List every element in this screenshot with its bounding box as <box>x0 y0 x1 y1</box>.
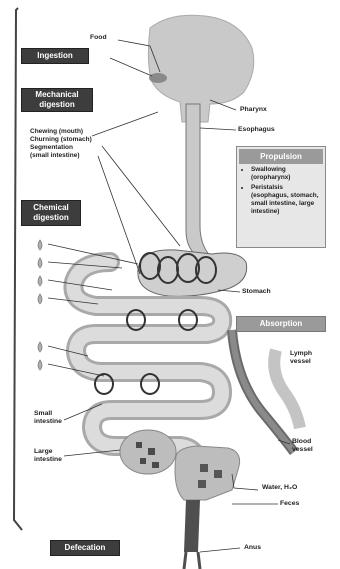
blood-vessel-label: Blood vessel <box>292 438 313 453</box>
mechanical-digestion-box-label: Mechanical digestion <box>35 90 79 109</box>
leader-lines <box>47 39 291 553</box>
mechanical-item: Churning (stomach) <box>30 136 92 143</box>
intestine-coils <box>94 252 217 395</box>
rectum-pellets <box>198 464 222 488</box>
propulsion-list: Swallowing (oropharynx) Peristalsis (eso… <box>237 166 325 216</box>
defecation-box-label: Defecation <box>64 543 106 552</box>
mechanical-digestion-list: Chewing (mouth) Churning (stomach) Segme… <box>22 128 92 160</box>
anal-canal-shape <box>184 500 200 552</box>
feces-label: Feces <box>280 500 300 507</box>
propulsion-item: Swallowing (oropharynx) <box>251 166 322 182</box>
anus-label: Anus <box>244 544 261 551</box>
chemical-digestion-box: Chemical digestion <box>21 200 81 226</box>
lymph-vessel-shape <box>268 348 306 430</box>
anus-edges <box>182 551 202 569</box>
stomach-label: Stomach <box>242 288 271 295</box>
small-intestine-label: Small intestine <box>34 410 62 425</box>
blood-vessel-inner <box>229 329 297 454</box>
propulsion-title: Propulsion <box>239 149 323 164</box>
lymph-vessel-label: Lymph vessel <box>290 350 313 365</box>
small-intestine-artwork <box>63 252 233 476</box>
left-bracket-line <box>12 7 23 531</box>
head-shape <box>147 14 255 123</box>
food-label: Food <box>90 34 107 41</box>
absorption-box-label: Absorption <box>259 319 303 328</box>
ingestion-box-label: Ingestion <box>37 51 73 60</box>
mechanical-item: (small intestine) <box>30 152 80 159</box>
defecation-box: Defecation <box>50 540 120 556</box>
ingestion-box: Ingestion <box>21 48 89 64</box>
mechanical-digestion-box: Mechanical digestion <box>21 88 93 112</box>
mechanical-item: Chewing (mouth) <box>30 128 84 135</box>
water-label: Water, H₂O <box>262 484 298 491</box>
stomach-shape <box>137 249 248 297</box>
mouth-shape <box>149 73 167 83</box>
rectum-shape <box>174 445 241 501</box>
esophagus-tube <box>185 103 214 259</box>
pharynx-label: Pharynx <box>240 106 267 113</box>
propulsion-item: Peristalsis (esophagus, stomach, small i… <box>251 184 322 216</box>
esophagus-label: Esophagus <box>238 126 275 133</box>
absorption-box: Absorption <box>236 316 326 332</box>
propulsion-panel: Propulsion Swallowing (oropharynx) Peris… <box>236 146 326 248</box>
large-intestine-label: Large intestine <box>34 448 62 463</box>
chemical-digestion-box-label: Chemical digestion <box>33 203 69 222</box>
large-intestine-pellets <box>136 442 159 468</box>
mechanical-item: Segmentation <box>30 144 73 151</box>
enzyme-droplet-icon <box>37 239 43 371</box>
